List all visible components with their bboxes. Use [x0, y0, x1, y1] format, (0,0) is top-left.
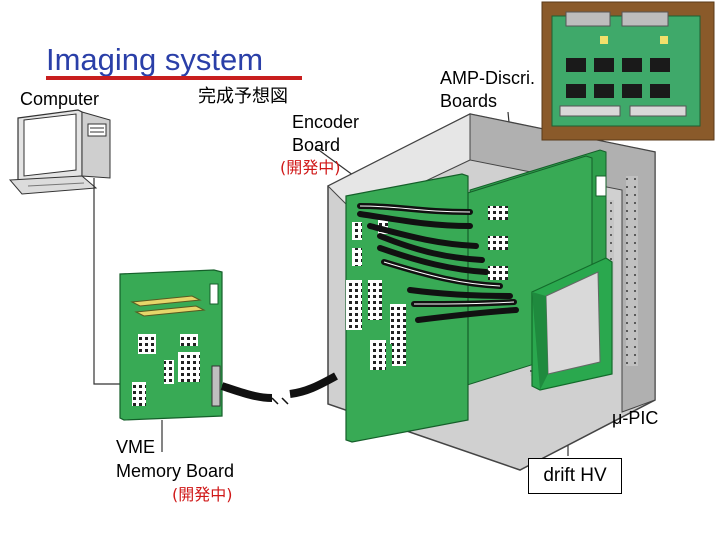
vme-status: (開発中) [172, 485, 233, 504]
vme-label-line1: VME [116, 437, 156, 457]
mu-pic-detector [531, 257, 613, 391]
amp-label-line1: AMP-Discri. [440, 68, 535, 88]
computer-label: Computer [20, 89, 100, 109]
amp-board-photo [541, 1, 715, 141]
vme-label-line2: Memory Board [116, 461, 235, 481]
encoder-label-line2: Board [292, 135, 341, 155]
drift-hv-box: drift HV [528, 458, 622, 494]
computer-vme-line [93, 178, 122, 385]
title-underline [46, 76, 302, 80]
drift-hv-label: drift HV [543, 465, 607, 486]
page-title: Imaging system [46, 42, 264, 77]
ribbon-highlights [359, 205, 515, 305]
computer-icon [8, 109, 111, 195]
prediction-label: 完成予想図 [198, 86, 288, 107]
encoder-status: (開発中) [280, 158, 341, 177]
mu-pic-label: μ-PIC [612, 408, 659, 428]
vme-cable [220, 372, 338, 405]
amp-label-line2: Boards [440, 91, 498, 111]
encoder-label-line1: Encoder [292, 112, 360, 132]
vme-memory-board [119, 269, 223, 421]
